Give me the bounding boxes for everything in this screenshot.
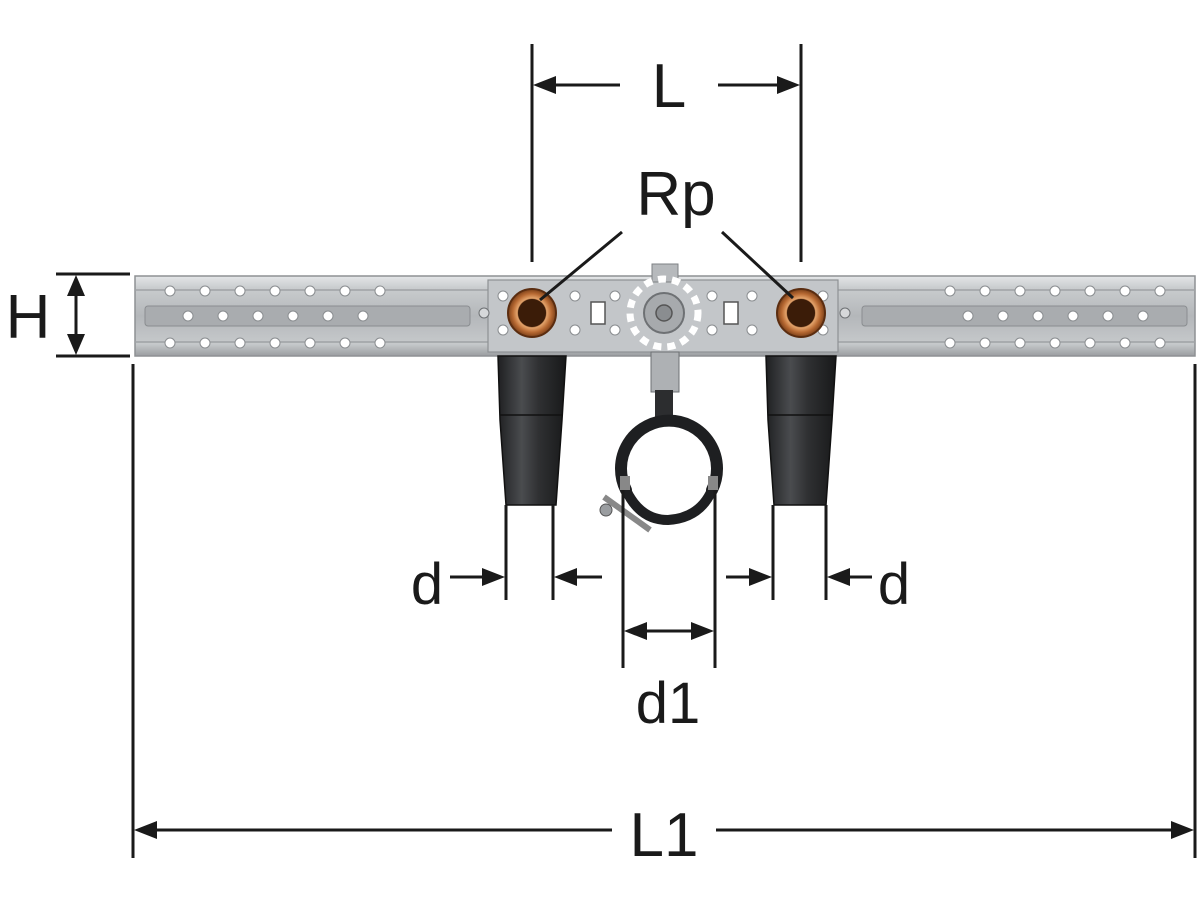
rail-hole [234, 337, 246, 349]
centre-bracket [478, 263, 851, 420]
rail-hole [164, 337, 176, 349]
rail-hole [609, 290, 621, 302]
label-H: H [6, 283, 51, 352]
label-Rp: Rp [636, 160, 715, 229]
pipe-clamp [599, 414, 723, 533]
rail-hole [944, 337, 956, 349]
rail-hole [1137, 310, 1149, 322]
label-d-right: d [878, 552, 910, 617]
left-fitting [507, 288, 557, 338]
rail-hole [1014, 337, 1026, 349]
rail-hole [1014, 285, 1026, 297]
rail-hole [199, 285, 211, 297]
rail-hole [1119, 285, 1131, 297]
rail-hole [1154, 337, 1166, 349]
rail-hole [997, 310, 1009, 322]
rail-hole [269, 285, 281, 297]
rail-hole [1119, 337, 1131, 349]
rail-hole [1049, 337, 1061, 349]
rail-hole [339, 337, 351, 349]
label-d1: d1 [636, 671, 701, 736]
rail-hole [569, 324, 581, 336]
rail-hole [339, 285, 351, 297]
rail-hole [1049, 285, 1061, 297]
rail-hole [569, 290, 581, 302]
left-pipe-sleeve [497, 355, 567, 506]
rail-hole [304, 285, 316, 297]
rail-hole [1067, 310, 1079, 322]
rail-hole [199, 337, 211, 349]
rail-hole [962, 310, 974, 322]
rail-hole [234, 285, 246, 297]
rail-hole [746, 290, 758, 302]
rail-hole [217, 310, 229, 322]
rail-hole [374, 337, 386, 349]
rail-hole [374, 285, 386, 297]
rail-hole [182, 310, 194, 322]
rail-hole [497, 324, 509, 336]
rail-holes [164, 285, 1166, 349]
rail-hole [706, 324, 718, 336]
rail-hole [1154, 285, 1166, 297]
rail-hole [746, 324, 758, 336]
rail-hole [497, 290, 509, 302]
rail-hole [1032, 310, 1044, 322]
rail-hole [269, 337, 281, 349]
rail-hole [706, 290, 718, 302]
rail-hole [304, 337, 316, 349]
rail-hole [164, 285, 176, 297]
rail-hole [609, 324, 621, 336]
label-L1: L1 [630, 801, 699, 870]
rail-hole [357, 310, 369, 322]
rail-hole [1102, 310, 1114, 322]
rail-hole [252, 310, 264, 322]
rail-hole [979, 285, 991, 297]
right-pipe-sleeve [765, 355, 837, 506]
label-L: L [652, 52, 686, 121]
rail-hole [322, 310, 334, 322]
rail-hole [1084, 337, 1096, 349]
rail-hole [287, 310, 299, 322]
rail-hole [944, 285, 956, 297]
right-fitting [776, 288, 826, 338]
label-d-left: d [411, 552, 443, 617]
rail-hole [1084, 285, 1096, 297]
dimension-lines [56, 44, 1197, 858]
rail-hole [979, 337, 991, 349]
